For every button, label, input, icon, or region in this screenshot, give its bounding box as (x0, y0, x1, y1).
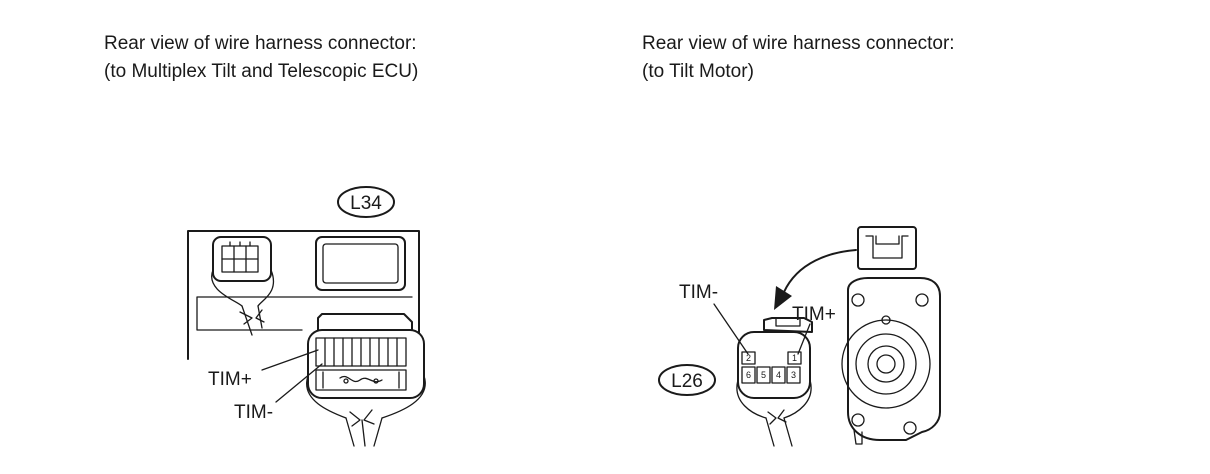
left-caption-line1: Rear view of wire harness connector: (104, 33, 417, 54)
l26-connector: 2 1 6 5 4 3 (736, 317, 813, 447)
left-tim-minus-leader (275, 363, 323, 403)
insert-arrow-head (774, 286, 792, 310)
ecu-connector-drawing: L34 TIM+ TIM- (187, 186, 426, 447)
left-caption-line2: (to Multiplex Tilt and Telescopic ECU) (104, 61, 419, 82)
right-caption-line1: Rear view of wire harness connector: (642, 33, 955, 54)
pin-5: 5 (761, 370, 766, 380)
right-tim-plus-leader (797, 323, 811, 355)
blank-plug-outer (315, 236, 406, 291)
right-tim-plus-label: TIM+ (792, 304, 836, 325)
pin-2: 2 (746, 353, 751, 363)
main-ecu-connector (306, 313, 426, 447)
tilt-motor-drawing: 2 1 6 5 4 3 L26 TIM- TIM+ (658, 226, 941, 447)
pin-1: 1 (792, 353, 797, 363)
l26-label: L26 (671, 371, 703, 392)
l34-badge (337, 186, 395, 218)
blank-plug-inner (322, 243, 399, 284)
tilt-motor (841, 226, 941, 445)
ecu-housing-ledge (196, 296, 413, 331)
small-ecu-connector (211, 236, 274, 336)
right-caption: Rear view of wire harness connector: (to… (642, 30, 955, 86)
l34-label: L34 (350, 193, 382, 214)
l26-badge (658, 364, 716, 396)
left-caption: Rear view of wire harness connector: (to… (104, 30, 418, 86)
right-tim-minus-leader (713, 303, 749, 355)
left-tim-plus-leader (261, 349, 319, 371)
pin-3: 3 (791, 370, 796, 380)
right-caption-line2: (to Tilt Motor) (642, 61, 754, 82)
left-tim-minus-label: TIM- (234, 402, 273, 423)
pin-4: 4 (776, 370, 781, 380)
left-tim-plus-label: TIM+ (208, 369, 252, 390)
pin-6: 6 (746, 370, 751, 380)
right-tim-minus-label: TIM- (679, 282, 718, 303)
insert-arrow (783, 249, 857, 293)
